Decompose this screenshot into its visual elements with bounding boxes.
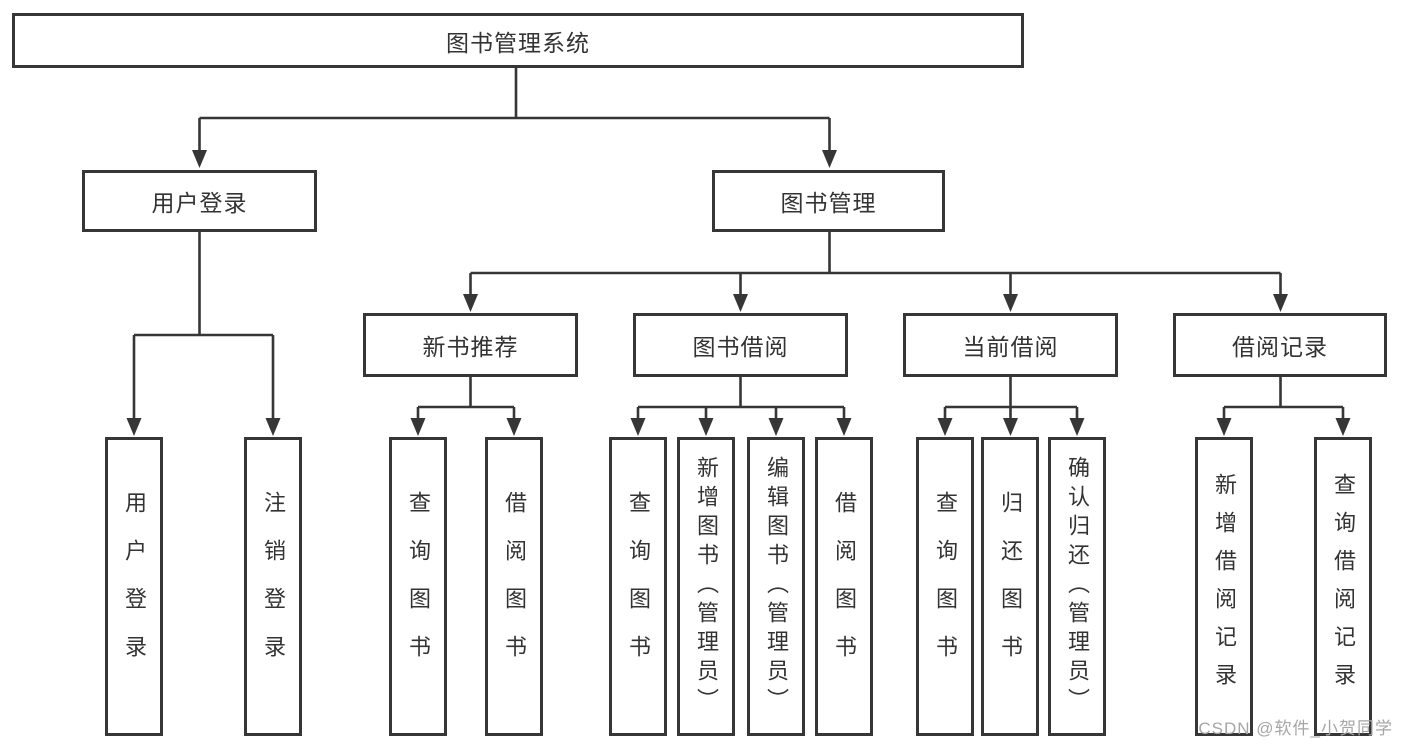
leaf-borrow-books: 借阅图书 <box>815 437 873 736</box>
node-borrow-record: 借阅记录 <box>1173 313 1387 377</box>
leaf-logout-label: 注销登录 <box>261 490 286 683</box>
leaf-user-login-label: 用户登录 <box>122 490 147 683</box>
leaf-add-borrow-record: 新增借阅记录 <box>1195 437 1253 736</box>
leaf-user-login: 用户登录 <box>105 437 163 736</box>
node-user-login-label: 用户登录 <box>151 190 248 216</box>
node-book-management-label: 图书管理 <box>780 190 877 216</box>
node-new-book-recommend-label: 新书推荐 <box>422 334 519 360</box>
node-borrow-record-label: 借阅记录 <box>1232 334 1328 360</box>
leaf-edit-books-admin-label: 编辑图书（管理员） <box>764 456 789 717</box>
csdn-watermark: CSDN @软件_小贺同学 <box>1198 719 1393 738</box>
leaf-borrow-books-label: 借阅图书 <box>832 490 857 683</box>
node-current-borrow-label: 当前借阅 <box>962 334 1059 360</box>
node-current-borrow: 当前借阅 <box>903 313 1118 377</box>
leaf-add-borrow-record-label: 新增借阅记录 <box>1212 472 1237 701</box>
leaf-query-borrow-record-label: 查询借阅记录 <box>1331 472 1356 701</box>
leaf-add-books-admin: 新增图书（管理员） <box>677 437 735 736</box>
arrowhead-icons <box>126 150 1351 436</box>
leaf-return-books: 归还图书 <box>981 437 1039 736</box>
node-book-borrow-label: 图书借阅 <box>692 334 789 360</box>
leaf-current-query-books-label: 查询图书 <box>933 490 958 683</box>
leaf-newbook-query-books-label: 查询图书 <box>406 490 431 683</box>
leaf-confirm-return-admin: 确认归还（管理员） <box>1048 437 1106 736</box>
node-book-management: 图书管理 <box>712 170 945 232</box>
node-user-login: 用户登录 <box>82 170 317 232</box>
leaf-borrow-query-books: 查询图书 <box>609 437 667 736</box>
leaf-edit-books-admin: 编辑图书（管理员） <box>747 437 805 736</box>
leaf-confirm-return-admin-label: 确认归还（管理员） <box>1065 456 1090 717</box>
leaf-newbook-borrow-books: 借阅图书 <box>485 437 543 736</box>
leaf-borrow-query-books-label: 查询图书 <box>626 490 651 683</box>
node-root-label: 图书管理系统 <box>446 29 590 56</box>
leaf-current-query-books: 查询图书 <box>916 437 974 736</box>
leaf-logout: 注销登录 <box>244 437 302 736</box>
leaf-query-borrow-record: 查询借阅记录 <box>1314 437 1372 736</box>
node-new-book-recommend: 新书推荐 <box>363 313 578 377</box>
node-book-borrow: 图书借阅 <box>633 313 848 377</box>
leaf-return-books-label: 归还图书 <box>998 490 1023 683</box>
leaf-newbook-borrow-books-label: 借阅图书 <box>502 490 527 683</box>
leaf-add-books-admin-label: 新增图书（管理员） <box>694 456 719 717</box>
leaf-newbook-query-books: 查询图书 <box>389 437 447 736</box>
node-root: 图书管理系统 <box>12 13 1024 68</box>
